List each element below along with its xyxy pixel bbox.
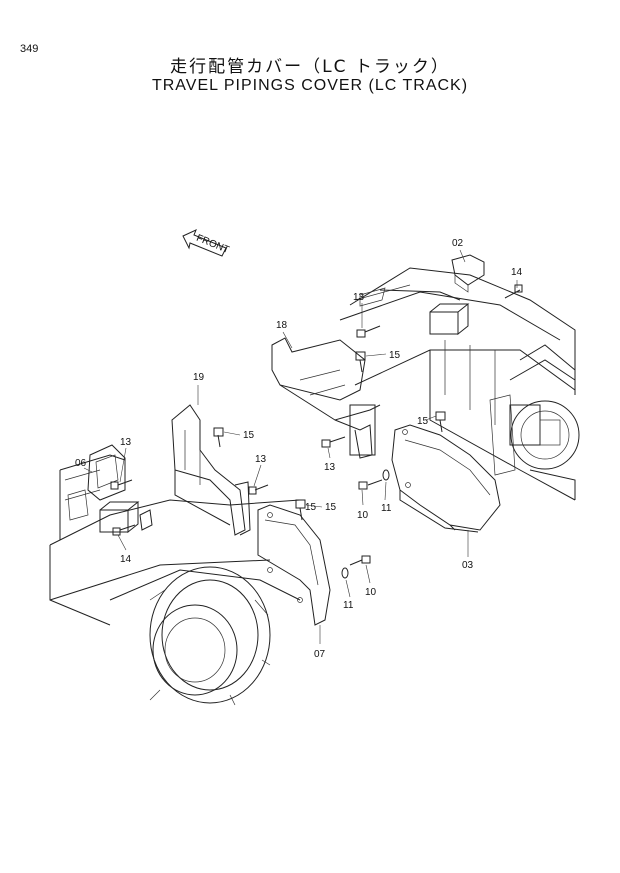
bolt-10-mid (358, 479, 383, 490)
drive-sprocket (149, 566, 271, 706)
callout-label: 13 (120, 437, 132, 448)
right-frame (339, 267, 580, 501)
callout-label: 02 (452, 238, 464, 249)
callout-label: 03 (462, 560, 474, 571)
callout-label: 10 (365, 587, 377, 598)
part-02-plate (451, 254, 485, 293)
callout-label: 15 (305, 502, 317, 513)
bolt-13-top (356, 325, 381, 338)
callout-label: 18 (276, 320, 288, 331)
bolt-15-03 (435, 411, 446, 433)
washer-11-low (341, 567, 349, 579)
callout-label: 15 (389, 350, 401, 361)
callout-label: 15 (325, 502, 337, 513)
callout-label: 15 (243, 430, 255, 441)
bolt-14-left (112, 524, 136, 536)
bolt-10-low (349, 555, 371, 566)
part-19-cover (171, 404, 251, 536)
part-03-cover (391, 424, 501, 533)
bolt-13-left (110, 479, 133, 490)
bolt-15-19 (213, 427, 224, 448)
callout-label: 15 (417, 416, 429, 427)
callout-label: 11 (343, 600, 354, 611)
callout-label: 10 (357, 510, 369, 521)
bolt-13-mid (321, 436, 346, 448)
bolt-15-07 (295, 499, 306, 521)
callout-label: 06 (75, 458, 87, 469)
bolt-15-18 (355, 351, 366, 373)
title-japanese: 走行配管カバー（LC トラック） (170, 57, 450, 77)
page-number: 349 (20, 43, 39, 55)
callout-label: 13 (255, 454, 267, 465)
bolt-14-top (504, 284, 523, 299)
washer-11-mid (382, 469, 390, 481)
callout-label: 19 (193, 372, 205, 383)
callout-labels: 02 14 13 18 15 15 19 15 13 06 13 13 15 1… (75, 238, 523, 660)
left-frame (49, 444, 301, 626)
callout-label: 14 (120, 554, 132, 565)
part-07-cover (257, 504, 331, 626)
front-arrow: FRONT (182, 229, 231, 257)
callout-label: 14 (511, 267, 523, 278)
title-english: TRAVEL PIPINGS COVER (LC TRACK) (151, 77, 469, 94)
callout-label: 07 (314, 649, 326, 660)
callout-label: 13 (353, 292, 365, 303)
callout-label: 13 (324, 462, 336, 473)
part-18-cover (271, 337, 381, 459)
callout-label: 11 (381, 503, 392, 514)
leader-lines (83, 249, 518, 644)
bolt-13-19 (248, 484, 269, 495)
bolts (110, 284, 523, 579)
